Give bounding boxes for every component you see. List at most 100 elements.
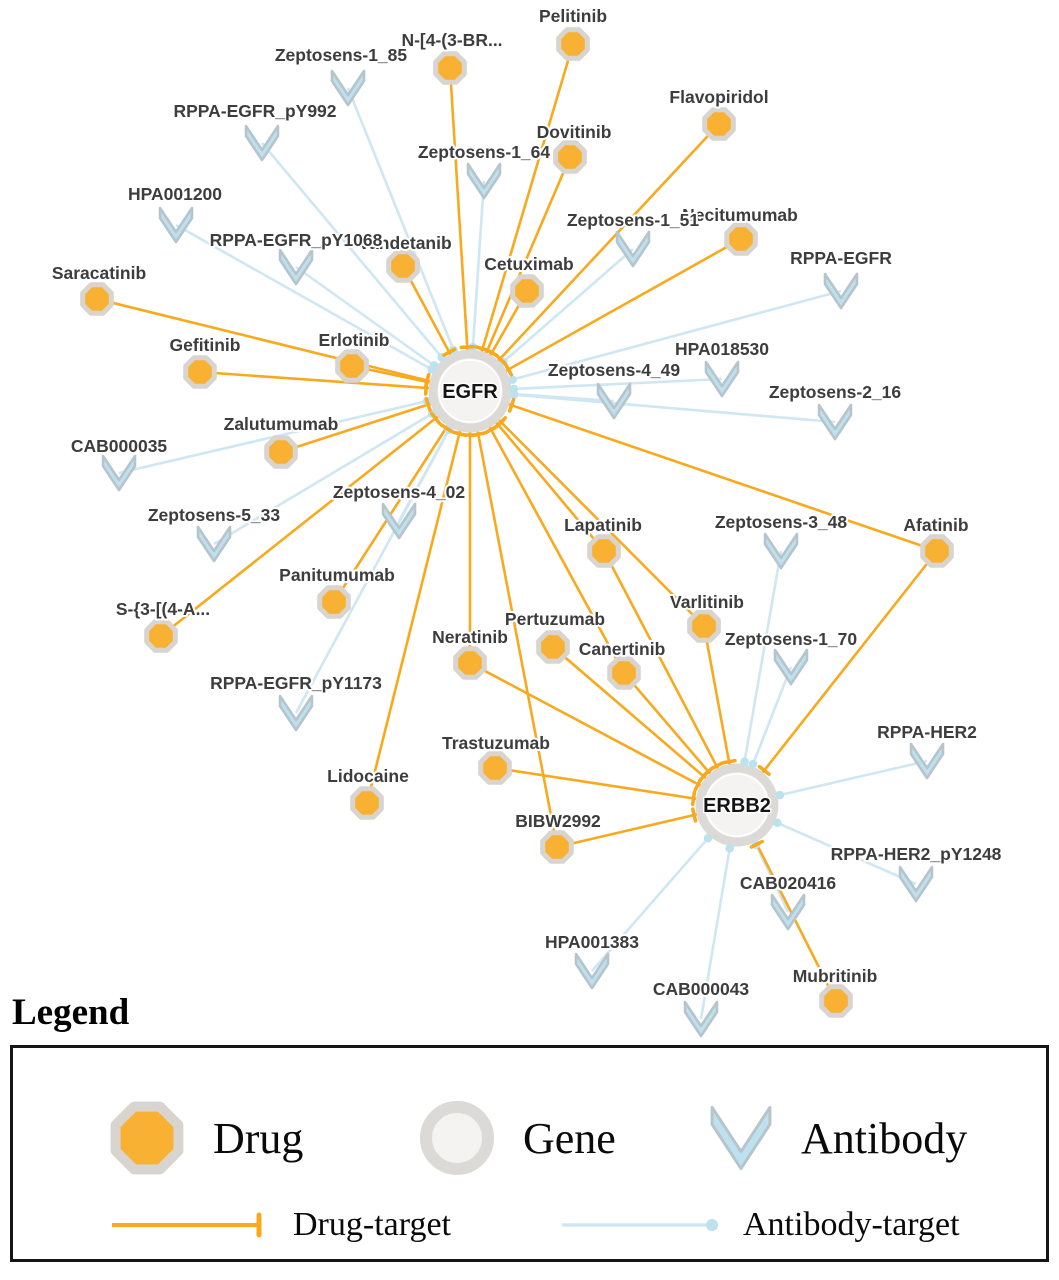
drug-node-Cetuximab[interactable]: [510, 274, 544, 308]
antibody-label-Zeptosens-1_70: Zeptosens-1_70: [725, 629, 858, 649]
edge-antibody-HPA001200-EGFR: [175, 223, 471, 393]
edge-antibody-RPPA-EGFR_pY1173-EGFR: [294, 390, 472, 714]
drug-target-tee: [494, 416, 508, 429]
drug-label-Vandetanib: Vandetanib: [358, 233, 451, 253]
antibody-label-CAB000035: CAB000035: [71, 436, 168, 456]
antibody-target-dot: [703, 833, 713, 843]
drug-node-Gefitinib[interactable]: [183, 355, 217, 389]
antibody-node-RPPA-EGFR_pY1068[interactable]: [278, 248, 314, 286]
drug-node-Vandetanib[interactable]: [386, 249, 420, 283]
drug-target-tee: [503, 362, 514, 377]
drug-label-Mubritinib: Mubritinib: [793, 966, 878, 986]
drug-node-Pelitinib[interactable]: [556, 27, 590, 61]
drug-node-BIBW2992[interactable]: [540, 830, 574, 864]
legend-item-antibody-target: Antibody-target: [559, 1206, 960, 1244]
drug-node-S-{3-[(4-A...[interactable]: [144, 619, 178, 653]
drug-node-Saracatinib[interactable]: [80, 282, 114, 316]
drug-node-Neratinib[interactable]: [453, 646, 487, 680]
drug-label-Erlotinib: Erlotinib: [319, 330, 390, 350]
antibody-node-Zeptosens-1_64[interactable]: [466, 162, 502, 200]
antibody-label-HPA001200: HPA001200: [128, 184, 222, 204]
drug-target-tee: [702, 765, 715, 778]
antibody-node-Zeptosens-1_51[interactable]: [615, 230, 651, 268]
drug-label-Varlitinib: Varlitinib: [670, 592, 744, 612]
antibody-label-Zeptosens-3_48: Zeptosens-3_48: [715, 512, 848, 532]
antibody-target-dot: [508, 375, 517, 384]
drug-legend-label: Drug: [213, 1113, 304, 1163]
edge-drug-S-{3-[(4-A...-EGFR: [160, 389, 471, 638]
drug-target-tee: [484, 348, 499, 358]
drug-node-Lidocaine[interactable]: [350, 786, 384, 820]
antibody-label-Zeptosens-1_85: Zeptosens-1_85: [275, 45, 408, 65]
antibody-target-dot: [748, 759, 758, 769]
antibody-node-Zeptosens-4_49[interactable]: [596, 382, 632, 420]
antibody-node-CAB000035[interactable]: [101, 454, 137, 492]
antibody-label-HPA001383: HPA001383: [545, 932, 639, 952]
edge-drug-Saracatinib-EGFR: [96, 297, 471, 393]
drug-target-tee: [749, 839, 764, 849]
drug-label-Pelitinib: Pelitinib: [539, 6, 607, 26]
edge-antibody-Zeptosens-1_85-EGFR: [346, 87, 472, 392]
drug-node-Necitumumab[interactable]: [724, 222, 758, 256]
antibody-node-RPPA-EGFR_pY992[interactable]: [244, 124, 280, 162]
drug-label-Lapatinib: Lapatinib: [564, 515, 642, 535]
edge-drug-Canertinib-EGFR: [468, 390, 626, 674]
gene-node-ERBB2[interactable]: [695, 763, 779, 847]
antibody-target-dot: [725, 844, 735, 853]
drug-node-Lapatinib[interactable]: [587, 534, 621, 568]
labels-layer: PelitinibN-[4-(3-BR...DovitinibFlavopiri…: [50, 4, 1004, 1001]
drug-label-Flavopiridol: Flavopiridol: [669, 87, 768, 107]
antibody-node-Zeptosens-4_02[interactable]: [381, 502, 417, 540]
antibody-label-Zeptosens-2_16: Zeptosens-2_16: [769, 382, 902, 402]
antibody-node-Zeptosens-3_48[interactable]: [763, 532, 799, 570]
antibody-target-dot: [775, 790, 785, 800]
drug-target-tee: [507, 397, 516, 413]
antibody-node-Zeptosens-1_85[interactable]: [330, 69, 366, 107]
edge-drug-Lidocaine-EGFR: [365, 390, 472, 804]
legend-item-antibody: Antibody: [701, 1100, 967, 1176]
edge-drug-Lapatinib-ERBB2: [602, 550, 739, 806]
antibody-node-Zeptosens-5_33[interactable]: [196, 525, 232, 563]
antibody-label-Zeptosens-1_51: Zeptosens-1_51: [567, 210, 700, 230]
drug-target-tee: [439, 422, 454, 434]
drug-label-Panitumumab: Panitumumab: [279, 565, 395, 585]
drug-node-Dovitinib[interactable]: [553, 140, 587, 174]
drug-node-N-[4-(3-BR...[interactable]: [433, 51, 467, 85]
edge-antibody-Zeptosens-5_33-EGFR: [213, 389, 471, 546]
drug-node-Canertinib[interactable]: [607, 656, 641, 690]
drug-label-Necitumumab: Necitumumab: [682, 205, 798, 225]
antibody-node-RPPA-HER2[interactable]: [909, 742, 945, 780]
antibody-node-Zeptosens-1_70[interactable]: [773, 648, 809, 686]
antibody-label-RPPA-HER2: RPPA-HER2: [877, 722, 977, 742]
edge-drug-N-[4-(3-BR...-EGFR: [448, 67, 472, 392]
antibody-node-Zeptosens-2_16[interactable]: [817, 403, 853, 441]
edge-drug-Varlitinib-EGFR: [469, 390, 705, 627]
drug-node-Flavopiridol[interactable]: [702, 107, 736, 141]
antibody-label-RPPA-EGFR_pY1068: RPPA-EGFR_pY1068: [210, 230, 383, 250]
legend-title: Legend: [12, 992, 130, 1033]
drug-label-Gefitinib: Gefitinib: [170, 335, 241, 355]
antibody-node-CAB000043[interactable]: [683, 1000, 719, 1038]
drug-node-Pertuzumab[interactable]: [536, 630, 570, 664]
drug-target-tee: [690, 807, 698, 823]
drug-node-Erlotinib[interactable]: [335, 349, 369, 383]
antibody-label-RPPA-EGFR_pY992: RPPA-EGFR_pY992: [173, 101, 336, 121]
drug-node-Trastuzumab[interactable]: [478, 751, 512, 785]
antibody-node-RPPA-EGFR_pY1173[interactable]: [278, 694, 314, 732]
antibody-node-RPPA-HER2_pY1248[interactable]: [898, 865, 934, 903]
drug-node-Mubritinib[interactable]: [819, 984, 853, 1018]
antibody-node-RPPA-EGFR[interactable]: [823, 272, 859, 310]
antibody-node-CAB020416[interactable]: [770, 893, 806, 931]
edge-antibody-RPPA-EGFR-EGFR: [469, 289, 842, 393]
drug-node-Zalutumumab[interactable]: [264, 435, 298, 469]
antibody-label-CAB000043: CAB000043: [653, 979, 750, 999]
antibody-target-legend-label: Antibody-target: [743, 1206, 960, 1243]
drug-node-Varlitinib[interactable]: [687, 609, 721, 643]
antibody-node-HPA018530[interactable]: [704, 360, 740, 398]
drug-node-Panitumumab[interactable]: [317, 585, 351, 619]
antibody-node-HPA001200[interactable]: [158, 206, 194, 244]
drug-target-legend-label: Drug-target: [293, 1206, 451, 1243]
drug-node-Afatinib[interactable]: [920, 534, 954, 568]
gene-node-EGFR[interactable]: [428, 349, 512, 433]
antibody-node-HPA001383[interactable]: [574, 952, 610, 990]
